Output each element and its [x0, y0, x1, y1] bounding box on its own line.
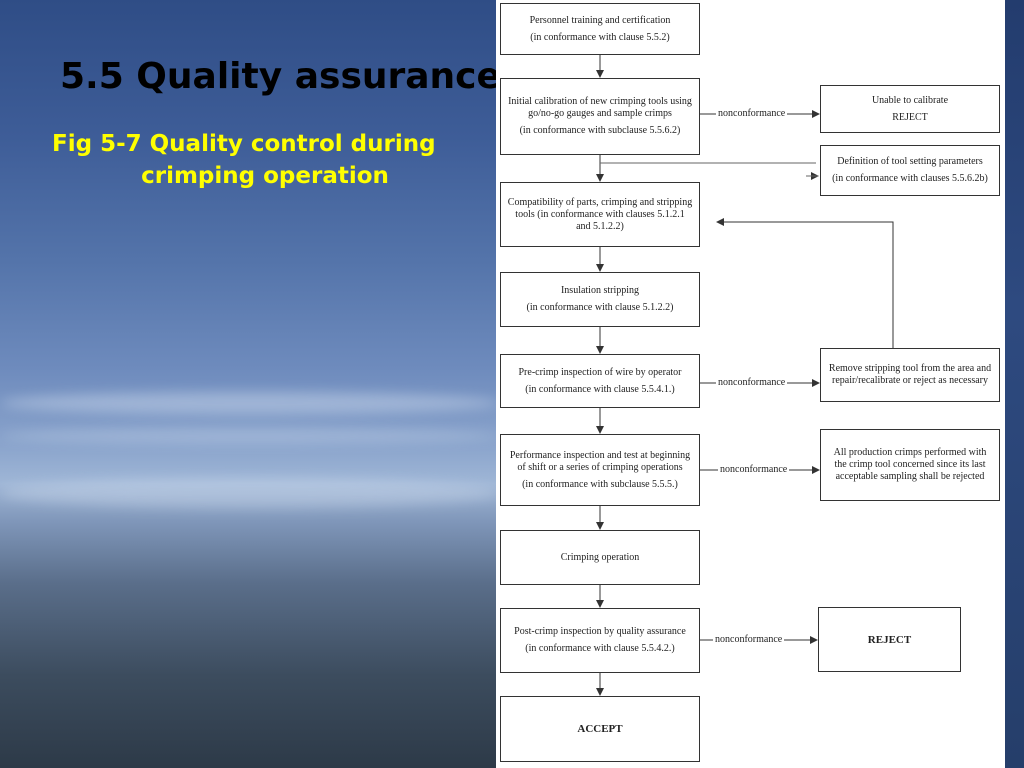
- figure-caption: Fig 5-7 Quality control during crimping …: [40, 128, 490, 192]
- step-ref: (in conformance with clause 5.1.2.2): [526, 302, 674, 313]
- step-ref: (in conformance with subclause 5.5.5.): [522, 478, 678, 490]
- step-ref: (in conformance with subclause 5.5.6.2): [519, 125, 681, 136]
- box-unable-to-calibrate: Unable to calibrate REJECT: [820, 85, 1000, 133]
- cloud-band: [0, 392, 500, 414]
- flowchart-panel: Personnel training and certification (in…: [496, 0, 1005, 768]
- box-post-reject: REJECT: [818, 607, 961, 672]
- box-tool-setting-parameters: Definition of tool setting parameters (i…: [820, 145, 1000, 196]
- box-remove-stripping-tool: Remove stripping tool from the area and …: [820, 348, 1000, 402]
- side-text: REJECT: [892, 111, 928, 123]
- nonconformance-label: nonconformance: [713, 634, 785, 645]
- step-text: Performance inspection and test at begin…: [509, 449, 691, 473]
- side-text: Remove stripping tool from the area and …: [828, 363, 992, 386]
- step-ref: (in conformance with clause 5.5.4.2.): [525, 643, 675, 654]
- step-text: ACCEPT: [577, 723, 623, 735]
- step-text: Compatibility of parts, crimping and str…: [507, 196, 693, 232]
- box-production-crimps-rejected: All production crimps performed with the…: [820, 429, 1000, 501]
- step-text: Post-crimp inspection by quality assuran…: [514, 626, 686, 637]
- step-ref: (in conformance with clause 5.5.2): [530, 31, 670, 43]
- caption-line-2: crimping operation: [141, 163, 389, 189]
- step-precrimp-inspection: Pre-crimp inspection of wire by operator…: [500, 354, 700, 408]
- right-edge-strip: [1005, 0, 1024, 768]
- step-ref: (in conformance with clause 5.5.4.1.): [525, 383, 675, 395]
- step-performance-inspection: Performance inspection and test at begin…: [500, 434, 700, 506]
- step-accept: ACCEPT: [500, 696, 700, 762]
- side-text: Definition of tool setting parameters: [837, 156, 983, 167]
- step-text: Personnel training and certification: [529, 14, 671, 26]
- side-text: All production crimps performed with the…: [833, 447, 987, 482]
- step-text: Crimping operation: [560, 551, 640, 563]
- cloud-band: [0, 478, 500, 508]
- side-text: Unable to calibrate: [871, 94, 949, 106]
- nonconformance-label: nonconformance: [716, 108, 788, 119]
- side-text: (in conformance with clauses 5.5.6.2b): [832, 173, 988, 184]
- nonconformance-label: nonconformance: [718, 464, 790, 475]
- arrow-feedback-loop: [716, 218, 894, 348]
- cloud-band: [0, 428, 500, 444]
- side-text: REJECT: [867, 633, 912, 646]
- step-insulation-stripping: Insulation stripping (in conformance wit…: [500, 272, 700, 327]
- nonconformance-label: nonconformance: [716, 377, 788, 388]
- caption-line-1: Fig 5-7 Quality control during: [52, 131, 436, 157]
- step-text: Pre-crimp inspection of wire by operator: [518, 366, 682, 378]
- step-initial-calibration: Initial calibration of new crimping tool…: [500, 78, 700, 155]
- step-compatibility: Compatibility of parts, crimping and str…: [500, 182, 700, 247]
- step-postcrimp-inspection: Post-crimp inspection by quality assuran…: [500, 608, 700, 673]
- step-crimping-operation: Crimping operation: [500, 530, 700, 585]
- step-personnel-training: Personnel training and certification (in…: [500, 3, 700, 55]
- step-text: Insulation stripping: [560, 285, 640, 296]
- slide-title: 5.5 Quality assurance: [60, 56, 501, 97]
- step-text: Initial calibration of new crimping tool…: [508, 96, 692, 119]
